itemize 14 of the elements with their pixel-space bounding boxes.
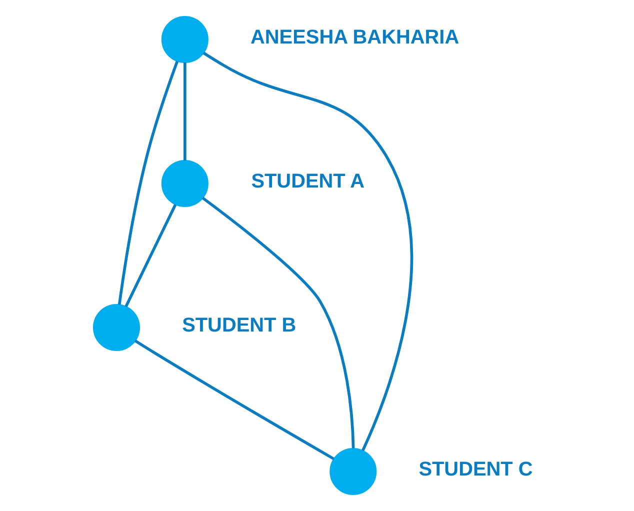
- connector: [134, 340, 334, 460]
- connector: [202, 52, 412, 452]
- node-circle: [329, 448, 376, 495]
- node-circle: [92, 304, 140, 351]
- node-label: ANEESHA BAKHARIA: [250, 26, 459, 48]
- connector: [183, 62, 186, 160]
- node-circle: [160, 160, 208, 208]
- connector: [124, 204, 176, 308]
- connector: [117, 60, 178, 305]
- connector: [201, 196, 354, 448]
- node-label: STUDENT A: [250, 170, 364, 192]
- node-circle: [160, 16, 208, 64]
- node-label: STUDENT C: [418, 458, 532, 480]
- node-label: STUDENT B: [182, 314, 296, 336]
